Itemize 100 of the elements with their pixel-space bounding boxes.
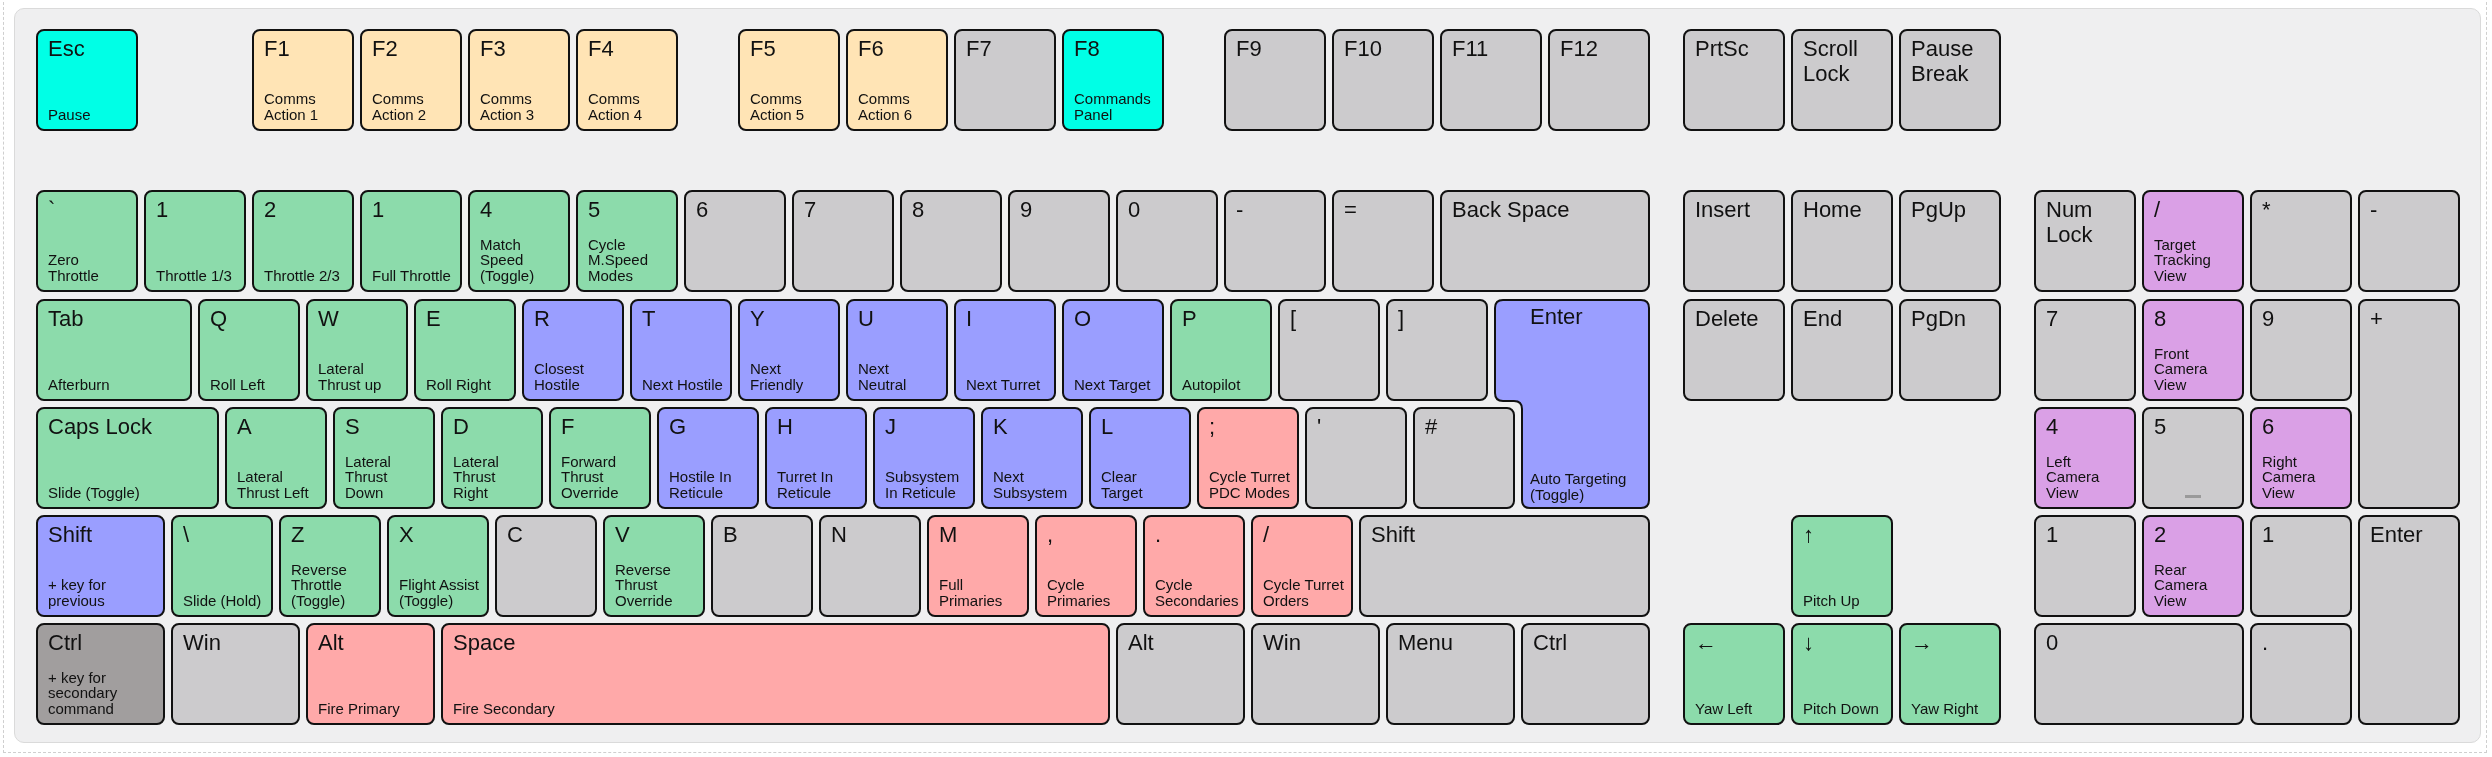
keycap (468, 29, 570, 131)
key-action-label: Next Target (1074, 376, 1152, 392)
keycap (954, 299, 1056, 401)
key-action-label: Pitch Up (1803, 592, 1861, 608)
key-legend: F11 (1452, 36, 1533, 61)
key-legend: Num Lock (2046, 197, 2127, 247)
key-action-label: Autopilot (1182, 376, 1242, 392)
keycap (1008, 190, 1110, 292)
keycap (738, 29, 840, 131)
key-legend: F1 (264, 36, 345, 61)
keycap (954, 29, 1056, 131)
key-action-label: Pitch Down (1803, 700, 1880, 716)
key-action-label: Comms Action 3 (480, 91, 536, 122)
key-action-label: Flight Assist (Toggle) (399, 577, 480, 608)
key-legend: 9 (2262, 306, 2343, 331)
key-action-label: Comms Action 5 (750, 91, 806, 122)
keycap (1332, 190, 1434, 292)
keycap (441, 407, 543, 509)
key-legend: End (1803, 306, 1884, 331)
keycap (1521, 623, 1650, 725)
key-legend: Pause Break (1911, 36, 1992, 86)
keycap (2358, 190, 2460, 292)
key-action-label: Throttle 2/3 (264, 267, 341, 283)
key-legend: . (2262, 630, 2343, 655)
key-action-label: Cycle Turret PDC Modes (1209, 469, 1290, 500)
keycap (2034, 299, 2136, 401)
keycap (1899, 190, 2001, 292)
key-legend: \ (183, 522, 264, 547)
keycap (1224, 190, 1326, 292)
keycap (252, 29, 354, 131)
keycap (2142, 515, 2244, 617)
keycap (414, 299, 516, 401)
key-legend: 7 (804, 197, 885, 222)
key-legend: 0 (1128, 197, 1209, 222)
keycap (36, 190, 138, 292)
keycap (1251, 515, 1353, 617)
key-legend: ← (1695, 630, 1776, 655)
keycap (2142, 407, 2244, 509)
key-action-label: Roll Left (210, 376, 267, 392)
keycap (1683, 190, 1785, 292)
keycap (1386, 623, 1515, 725)
key-action-label: Next Turret (966, 376, 1042, 392)
key-action-label: Lateral Thrust up (318, 361, 383, 392)
keycap (36, 299, 192, 401)
keycap (171, 515, 273, 617)
key-action-label: Clear Target (1101, 469, 1144, 500)
key-action-label: Forward Thrust Override (561, 453, 620, 500)
key-legend: ↑ (1803, 522, 1884, 547)
key-action-label: Comms Action 4 (588, 91, 644, 122)
key-action-label: Comms Action 6 (858, 91, 914, 122)
keycap (198, 299, 300, 401)
key-legend: P (1182, 306, 1263, 331)
key-legend: ; (1209, 414, 1290, 439)
key-action-label: Full Primaries (939, 577, 1004, 608)
keycap (981, 407, 1083, 509)
key-action-label: Slide (Toggle) (48, 484, 141, 500)
keycap (1035, 515, 1137, 617)
key-action-label: Comms Action 2 (372, 91, 428, 122)
keycap (2034, 407, 2136, 509)
key-action-label: Hostile In Reticule (669, 469, 733, 500)
key-legend: * (2262, 197, 2343, 222)
key-legend: + (2370, 306, 2451, 331)
keycap (2142, 299, 2244, 401)
keycap (1683, 299, 1785, 401)
keycap (2358, 515, 2460, 725)
key-legend: PgDn (1911, 306, 1992, 331)
key-legend: Alt (318, 630, 426, 655)
key-legend: Y (750, 306, 831, 331)
key-legend: Ctrl (48, 630, 156, 655)
keycap (2358, 299, 2460, 509)
keycap (2250, 515, 2352, 617)
keycap (1224, 29, 1326, 131)
key-legend: Alt (1128, 630, 1236, 655)
key-legend: F4 (588, 36, 669, 61)
keycap (792, 190, 894, 292)
keycap (873, 407, 975, 509)
keycap (576, 190, 678, 292)
key-action-label: Next Neutral (858, 361, 908, 392)
key-legend: 6 (696, 197, 777, 222)
key-action-label: Turret In Reticule (777, 469, 835, 500)
key-legend: ] (1398, 306, 1479, 331)
keycap (2250, 190, 2352, 292)
keycap (1791, 299, 1893, 401)
keycap (36, 407, 219, 509)
key-legend: F12 (1560, 36, 1641, 61)
keycap (1143, 515, 1245, 617)
key-legend: - (1236, 197, 1317, 222)
key-legend: F10 (1344, 36, 1425, 61)
keycap (252, 190, 354, 292)
keycap (468, 190, 570, 292)
keycap (2250, 299, 2352, 401)
key-legend: M (939, 522, 1020, 547)
key-legend: E (426, 306, 507, 331)
key-legend: F6 (858, 36, 939, 61)
key-legend: = (1344, 197, 1425, 222)
key-legend: / (2154, 197, 2235, 222)
keycap (36, 29, 138, 131)
key-action-label: Front Camera View (2154, 345, 2209, 392)
key-legend: , (1047, 522, 1128, 547)
key-action-label: Cycle Primaries (1047, 577, 1112, 608)
